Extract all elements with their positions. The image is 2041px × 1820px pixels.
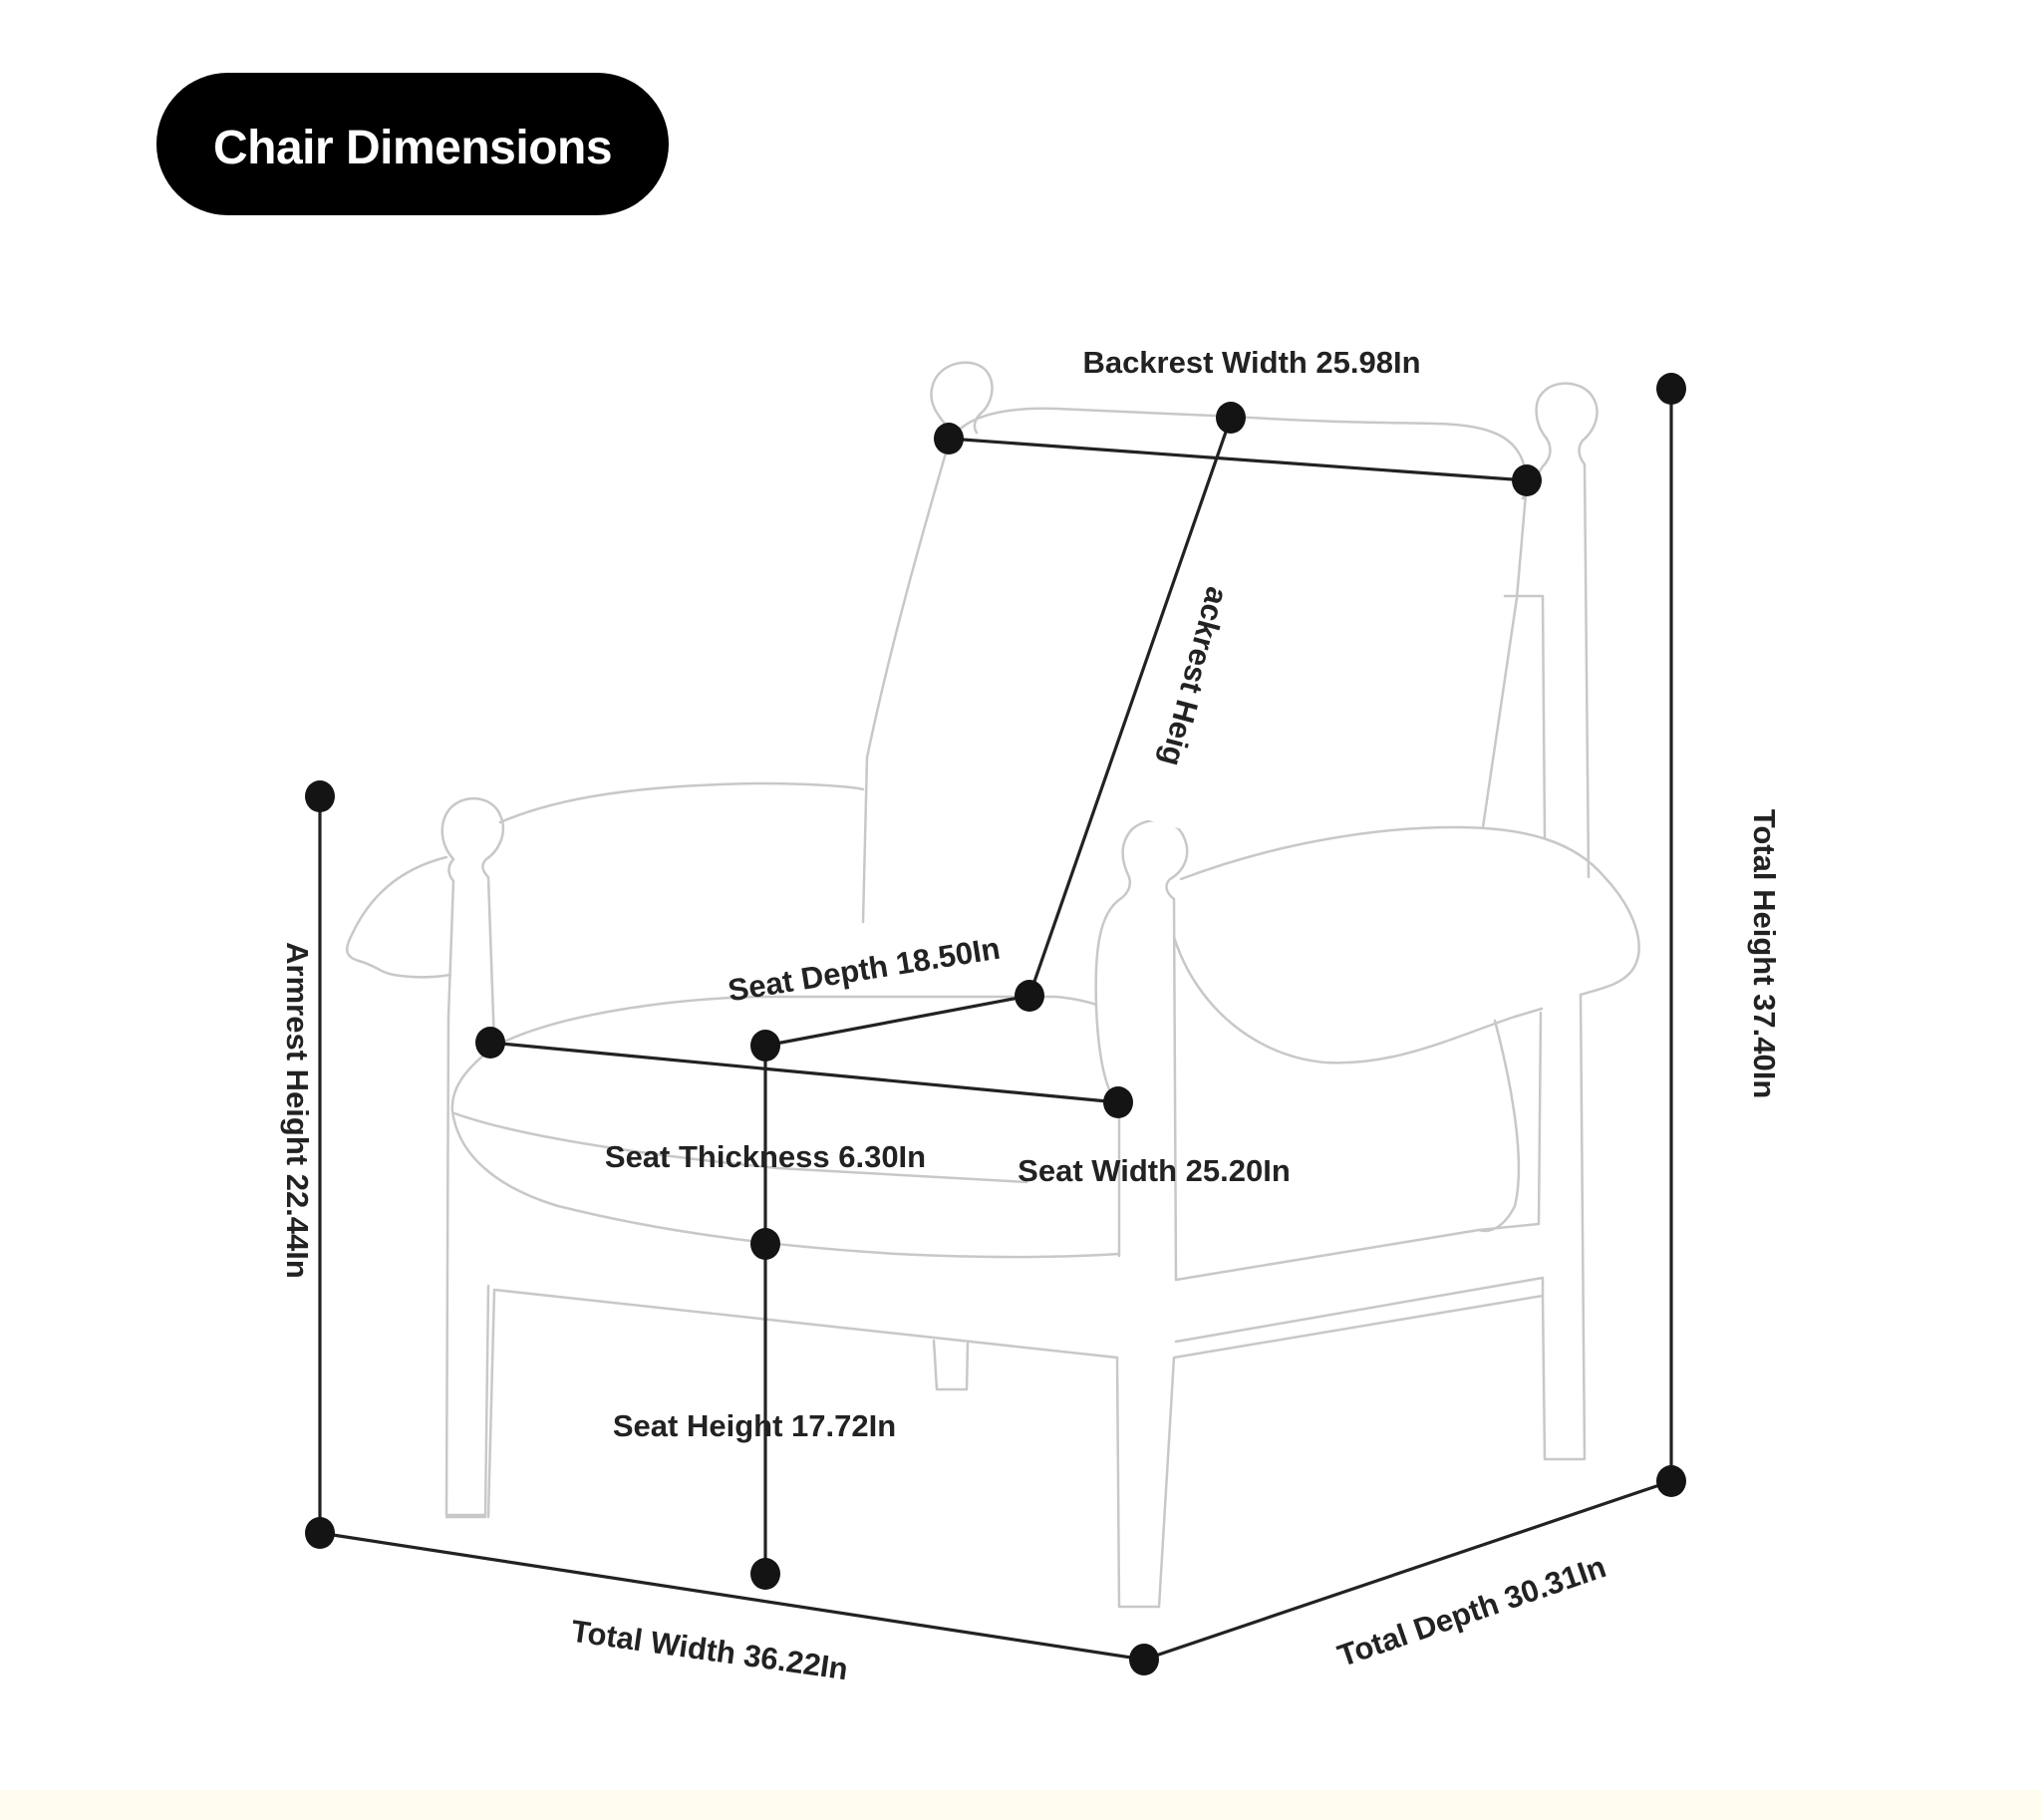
backrest-width-label: Backrest Width 25.98In xyxy=(1082,345,1420,380)
seat-depth-line xyxy=(764,994,1030,1048)
right-rear-leg xyxy=(1541,993,1587,1461)
seat-width-label: Seat Width 25.20In xyxy=(1018,1153,1291,1188)
seat-height-bottom-dot xyxy=(750,1558,780,1590)
backrest-width-line xyxy=(948,437,1528,482)
armrest-top-dot xyxy=(305,780,335,812)
back-cushion xyxy=(861,407,1529,924)
rear-center-leg xyxy=(932,1339,970,1391)
total-depth-line xyxy=(1143,1479,1672,1662)
title-badge: Chair Dimensions xyxy=(156,73,669,215)
back-left-finial xyxy=(930,361,994,435)
total-height-bottom-dot xyxy=(1656,1465,1686,1497)
left-arm-post xyxy=(440,796,505,1517)
seat-front-dot xyxy=(750,1030,780,1062)
total-width-label: Total Width 36.22In xyxy=(569,1614,850,1687)
seat-thickness-bottom-dot xyxy=(750,1228,780,1260)
right-arm-post xyxy=(1094,818,1189,1282)
back-right-post-inner xyxy=(1521,437,1552,500)
total-height-top-dot xyxy=(1656,373,1686,405)
backrest-left-dot xyxy=(934,423,964,455)
back-right-post xyxy=(1535,382,1599,879)
chair-outline xyxy=(345,361,1640,1609)
total-width-line xyxy=(319,1531,1145,1662)
seat-width-left-dot xyxy=(475,1027,505,1059)
front-rail xyxy=(486,1276,1545,1609)
seat-back-dot xyxy=(1015,980,1044,1012)
backrest-top-dot xyxy=(1216,402,1246,434)
dimension-labels: Backrest Width 25.98In ackrest Heig Seat… xyxy=(280,345,1782,1686)
armrest-bottom-dot xyxy=(305,1517,335,1549)
backrest-height-line xyxy=(1027,417,1233,997)
left-arm-cushion xyxy=(498,781,865,824)
dimension-dots xyxy=(305,373,1686,1675)
total-depth-label: Total Depth 30.31In xyxy=(1333,1549,1610,1673)
back-rear-panel xyxy=(1503,594,1547,839)
right-arm-cushion xyxy=(1172,825,1640,1064)
seat-cushion xyxy=(450,995,1121,1259)
seat-width-right-dot xyxy=(1103,1086,1133,1118)
left-arm-flap xyxy=(345,855,452,979)
dimension-lines xyxy=(318,389,1673,1662)
seat-width-line xyxy=(489,1041,1119,1104)
page-title: Chair Dimensions xyxy=(212,122,613,174)
seat-thickness-label: Seat Thickness 6.30In xyxy=(605,1139,926,1174)
right-side-panel xyxy=(1174,1011,1543,1282)
seat-height-label: Seat Height 17.72In xyxy=(613,1408,896,1443)
total-height-label: Total Height 37.40In xyxy=(1747,809,1782,1099)
armrest-height-label: Armrest Height 22.44In xyxy=(280,942,315,1279)
total-width-corner-dot xyxy=(1129,1644,1159,1675)
footer-strip xyxy=(0,1790,2041,1820)
backrest-right-dot xyxy=(1512,464,1542,496)
